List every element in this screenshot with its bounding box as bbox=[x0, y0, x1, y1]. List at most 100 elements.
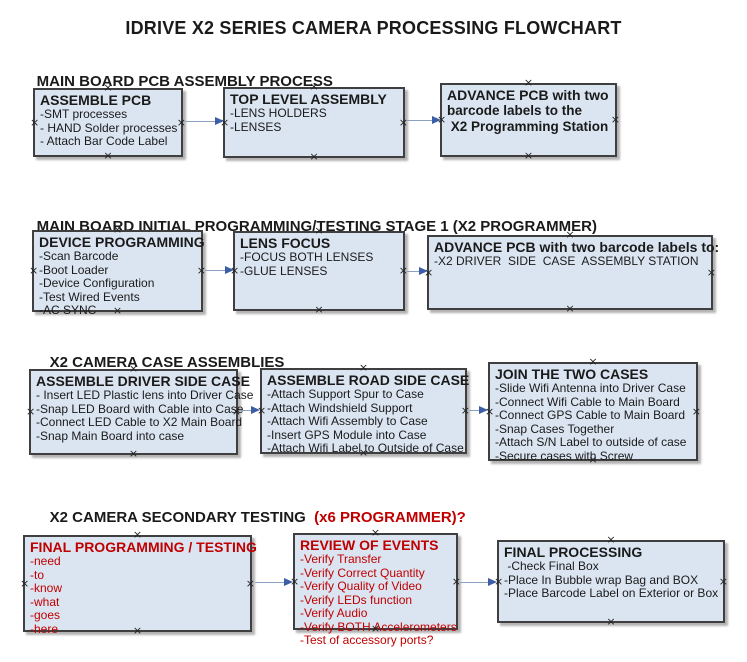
box-line: -Verify Transfer bbox=[300, 552, 382, 566]
connection-point-icon: × bbox=[606, 615, 616, 628]
box-title: ADVANCE PCB with two barcode labels to: bbox=[434, 239, 720, 255]
box-line: -Snap Cases Together bbox=[495, 421, 615, 436]
box-line: -Verify Correct Quantity bbox=[300, 565, 425, 580]
connection-point-icon: × bbox=[718, 574, 728, 588]
connection-point-icon: × bbox=[103, 149, 113, 162]
connection-point-icon: × bbox=[26, 405, 36, 418]
connection-point-icon: × bbox=[565, 302, 575, 315]
flow-box-review-of-events: REVIEW OF EVENTS -Verify Transfer-Verify… bbox=[290, 527, 461, 647]
box-line: -Boot Loader bbox=[39, 262, 109, 277]
box-line: -X2 DRIVER SIDE CASE ASSEMBLY STATION bbox=[434, 254, 699, 268]
box-line: -Connect GPS Cable to Main Board bbox=[495, 408, 686, 422]
flow-box-top-level-assembly: TOP LEVEL ASSEMBLY -LENS HOLDERS-LENSES … bbox=[220, 81, 408, 163]
box-line: -Snap Main Board into case bbox=[36, 428, 185, 443]
section-header-text: X2 CAMERA SECONDARY TESTING bbox=[49, 509, 310, 526]
connection-point-icon: × bbox=[523, 149, 534, 162]
box-body: barcode labels to the X2 Programming Sta… bbox=[447, 103, 611, 135]
box-title: REVIEW OF EVENTS bbox=[300, 537, 439, 553]
flow-box-lens-focus: LENS FOCUS -FOCUS BOTH LENSES-GLUE LENSE… bbox=[230, 225, 408, 316]
section-header-pcb-assembly: MAIN BOARD PCB ASSEMBLY PROCESS bbox=[20, 56, 333, 107]
flow-arrow bbox=[407, 115, 441, 124]
box-title: DEVICE PROGRAMMING bbox=[39, 234, 205, 250]
connection-point-icon: × bbox=[245, 576, 255, 590]
box-line: -Connect LED Cable to X2 Main Board bbox=[36, 415, 243, 429]
box-line: -Verify Quality of Video bbox=[300, 579, 422, 593]
box-line: -Secure cases with Screw bbox=[495, 448, 634, 463]
box-body: -Slide Wifi Antenna into Driver Case -Con… bbox=[495, 381, 692, 463]
box-body: -need-to-know-what-goes-here bbox=[30, 554, 246, 636]
connection-point-icon: × bbox=[314, 303, 324, 316]
box-line: -Attach Wifi Assembly to Case bbox=[267, 414, 428, 428]
box-body: -Scan Barcode-Boot Loader-Device Configu… bbox=[39, 249, 197, 318]
box-body: - Insert LED Plastic lens into Driver Ca… bbox=[36, 388, 254, 443]
box-line: -FOCUS BOTH LENSES bbox=[240, 250, 374, 264]
box-line: -Verify Audio bbox=[300, 606, 368, 620]
flow-arrow bbox=[407, 266, 428, 275]
box-body: -Check Final Box-Place In Bubble wrap Ba… bbox=[504, 559, 719, 601]
box-title: LENS FOCUS bbox=[240, 235, 331, 251]
box-line: -what bbox=[30, 594, 60, 609]
connection-point-icon: × bbox=[29, 264, 39, 277]
box-line: -Insert GPS Module into Case bbox=[267, 427, 427, 442]
box-line: -GLUE LENSES bbox=[240, 263, 328, 278]
box-title: ASSEMBLE PCB bbox=[40, 92, 152, 108]
box-line: -Place In Bubble wrap Bag and BOX bbox=[504, 572, 699, 587]
flow-box-final-processing: FINAL PROCESSING -Check Final Box-Place … bbox=[494, 534, 728, 628]
connection-point-icon: × bbox=[606, 533, 616, 546]
box-line: - Insert LED Plastic lens into Driver Ca… bbox=[36, 388, 254, 402]
box-line: -Place Barcode Label on Exterior or Box bbox=[504, 586, 719, 600]
connection-point-icon: × bbox=[691, 404, 701, 418]
box-body: -Attach Support Spur to Case-Attach Wind… bbox=[267, 387, 464, 456]
box-line: -Slide Wifi Antenna into Driver Case bbox=[495, 381, 686, 395]
box-line: -SMT processes bbox=[40, 107, 128, 121]
box-line: -Device Configuration bbox=[39, 276, 155, 290]
box-line: -Attach Wifi Label to Outside of Case bbox=[267, 441, 464, 455]
box-line: -need bbox=[30, 554, 61, 568]
box-body: -X2 DRIVER SIDE CASE ASSEMBLY STATION bbox=[434, 254, 707, 269]
box-line: -Snap LED Board with Cable into Case bbox=[36, 401, 244, 416]
box-line: -know bbox=[30, 581, 63, 595]
box-line: -Attach S/N Label to outside of case bbox=[495, 435, 687, 449]
box-line: X2 Programming Station bbox=[447, 119, 609, 134]
flow-box-final-programming-testing: FINAL PROGRAMMING / TESTING -need-to-kno… bbox=[20, 529, 257, 636]
box-line: -Test Wired Events bbox=[39, 289, 140, 304]
flow-box-device-programming: DEVICE PROGRAMMING -Scan Barcode-Boot Lo… bbox=[29, 224, 206, 317]
box-title: TOP LEVEL ASSEMBLY bbox=[230, 91, 387, 107]
box-line: -goes bbox=[30, 608, 61, 622]
box-line: - HAND Solder processes bbox=[40, 120, 178, 135]
flow-arrow bbox=[185, 116, 224, 125]
flow-arrow bbox=[255, 577, 293, 586]
flow-box-assemble-road-side-case: ASSEMBLE ROAD SIDE CASE -Attach Support … bbox=[257, 362, 470, 458]
flow-box-advance-pcb-driver-side: ADVANCE PCB with two barcode labels to: … bbox=[424, 229, 720, 315]
flow-arrow bbox=[205, 265, 234, 274]
box-line: -LENSES bbox=[230, 119, 282, 134]
connection-point-icon: × bbox=[176, 115, 186, 129]
flow-arrow bbox=[460, 577, 497, 586]
box-title: JOIN THE TWO CASES bbox=[495, 366, 649, 382]
box-title: FINAL PROGRAMMING / TESTING bbox=[30, 539, 257, 555]
connection-point-icon: × bbox=[358, 361, 369, 374]
connection-point-icon: × bbox=[588, 355, 598, 368]
section-header-text: X2 CAMERA CASE ASSEMBLIES bbox=[49, 354, 285, 371]
section-header-text: MAIN BOARD PCB ASSEMBLY PROCESS bbox=[36, 73, 333, 90]
box-title: FINAL PROCESSING bbox=[504, 544, 643, 560]
box-line: -Verify BOTH Accelerometers bbox=[300, 619, 457, 634]
box-line: -to bbox=[30, 567, 45, 582]
box-line: -Check Final Box bbox=[504, 559, 599, 573]
box-line: -here bbox=[30, 621, 59, 636]
connection-point-icon: × bbox=[309, 150, 319, 163]
flow-arrow bbox=[240, 405, 260, 414]
flow-box-assemble-pcb: ASSEMBLE PCB -SMT processes- HAND Solder… bbox=[30, 82, 186, 162]
connection-point-icon: × bbox=[523, 76, 534, 89]
box-body: -LENS HOLDERS-LENSES bbox=[230, 106, 399, 134]
box-body: -Verify Transfer-Verify Correct Quantity… bbox=[300, 552, 457, 648]
connection-point-icon: × bbox=[460, 404, 470, 417]
box-title: ASSEMBLE ROAD SIDE CASE bbox=[267, 372, 470, 388]
flow-box-join-the-two-cases: JOIN THE TWO CASES -Slide Wifi Antenna i… bbox=[485, 356, 701, 465]
box-line: -Test of accessory ports? bbox=[300, 633, 434, 647]
section-header-secondary-testing: X2 CAMERA SECONDARY TESTING (x6 PROGRAMM… bbox=[33, 492, 466, 543]
connection-point-icon: × bbox=[706, 265, 716, 279]
box-line: -Attach Support Spur to Case bbox=[267, 387, 424, 401]
box-body: -FOCUS BOTH LENSES-GLUE LENSES bbox=[240, 250, 399, 278]
section-header-red-text: (x6 PROGRAMMER)? bbox=[309, 509, 466, 526]
